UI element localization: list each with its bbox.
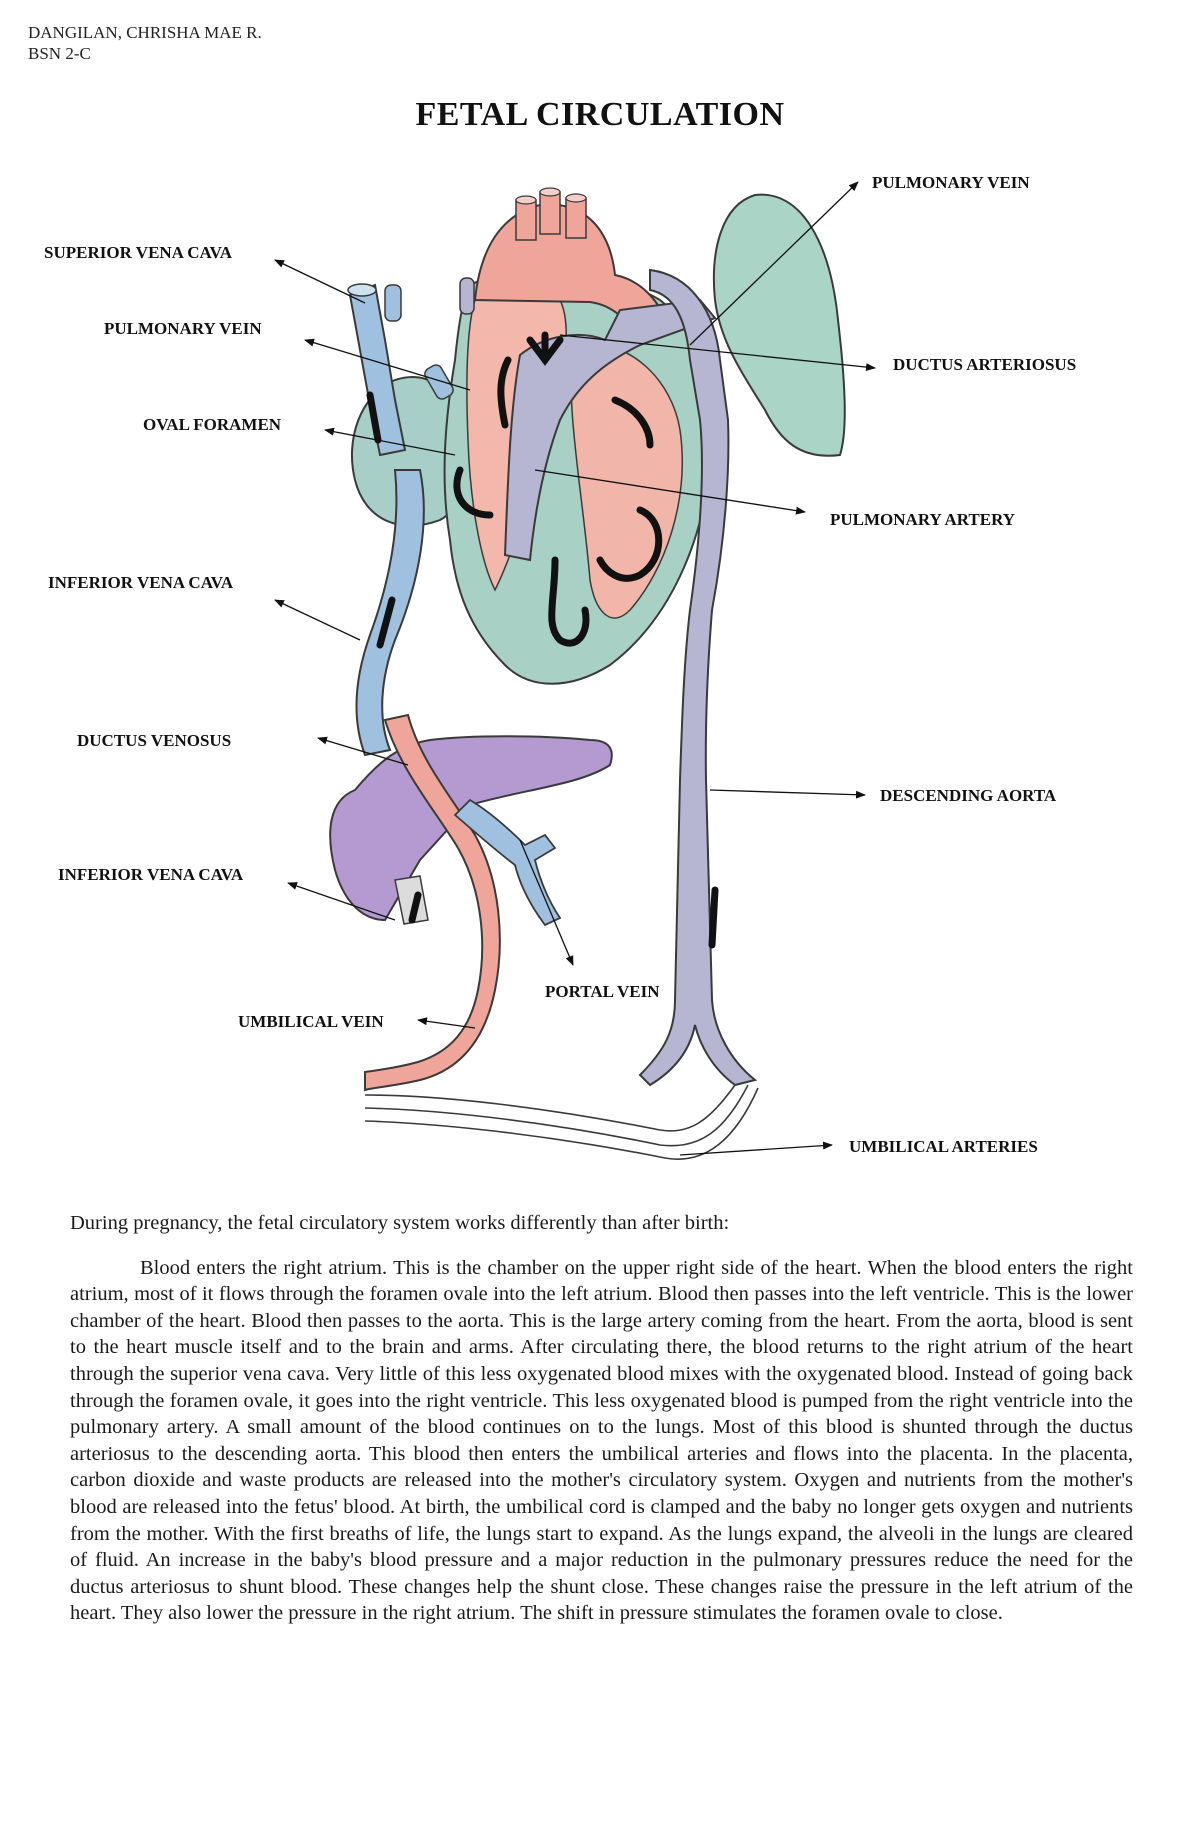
author-header: DANGILAN, CHRISHA MAE R. BSN 2-C: [28, 22, 262, 64]
leader-ductus-venosus: [317, 736, 409, 766]
pulmonary-vein-stub: [424, 364, 454, 400]
leader-inferior-vena-cava-lower: [287, 882, 396, 921]
label-inferior-vena-cava-upper: INFERIOR VENA CAVA: [48, 573, 234, 592]
aortic-branch-1: [515, 199, 537, 241]
label-umbilical-arteries: UMBILICAL ARTERIES: [849, 1137, 1038, 1156]
leader-pulmonary-vein-left: [304, 338, 471, 391]
leader-umbilical-arteries: [679, 1141, 833, 1156]
author-section: BSN 2-C: [28, 44, 91, 63]
explanation-text: During pregnancy, the fetal circulatory …: [70, 1210, 1133, 1627]
leader-inferior-vena-cava-upper: [274, 599, 361, 641]
label-descending-aorta: DESCENDING AORTA: [880, 786, 1057, 805]
label-pulmonary-vein-left: PULMONARY VEIN: [104, 319, 262, 338]
leader-pulmonary-vein-right: [689, 181, 859, 346]
pulmonary-trunk: [503, 298, 717, 562]
label-pulmonary-vein-right: PULMONARY VEIN: [872, 173, 1030, 192]
leader-pulmonary-artery: [534, 469, 806, 515]
aortic-branch-2: [539, 191, 561, 235]
leader-umbilical-vein: [417, 1017, 476, 1029]
leader-ductus-arteriosus: [559, 334, 876, 372]
page-title: FETAL CIRCULATION: [415, 96, 785, 133]
fetal-circulation-diagram: SUPERIOR VENA CAVA PULMONARY VEIN OVAL F…: [44, 173, 1076, 1160]
label-inferior-vena-cava-lower: INFERIOR VENA CAVA: [58, 865, 244, 884]
label-ductus-venosus: DUCTUS VENOSUS: [77, 731, 231, 750]
label-oval-foramen: OVAL FORAMEN: [143, 415, 282, 434]
leader-portal-vein: [519, 839, 574, 966]
label-ductus-arteriosus: DUCTUS ARTERIOSUS: [893, 355, 1076, 374]
label-umbilical-vein: UMBILICAL VEIN: [238, 1012, 384, 1031]
leader-descending-aorta: [709, 789, 866, 799]
intro-paragraph: During pregnancy, the fetal circulatory …: [70, 1212, 730, 1234]
label-superior-vena-cava: SUPERIOR VENA CAVA: [44, 243, 233, 262]
superior-vena-cava: [348, 283, 407, 457]
leader-oval-foramen: [324, 427, 456, 456]
umbilical-vein: [364, 713, 501, 1092]
portal-vein: [453, 798, 562, 927]
author-name: DANGILAN, CHRISHA MAE R.: [28, 23, 262, 42]
leader-superior-vena-cava: [274, 259, 366, 304]
descending-aorta: [638, 268, 758, 1087]
umbilical-cord: [364, 1084, 759, 1160]
flow-arrows: [366, 331, 719, 949]
label-portal-vein: PORTAL VEIN: [545, 982, 660, 1001]
aortic-branch-3: [565, 197, 587, 239]
label-pulmonary-artery: PULMONARY ARTERY: [830, 510, 1015, 529]
right-lung: [712, 193, 846, 457]
inferior-vena-cava-lower: [394, 875, 429, 925]
liver: [329, 735, 613, 922]
body-paragraph: Blood enters the right atrium. This is t…: [70, 1256, 1133, 1625]
